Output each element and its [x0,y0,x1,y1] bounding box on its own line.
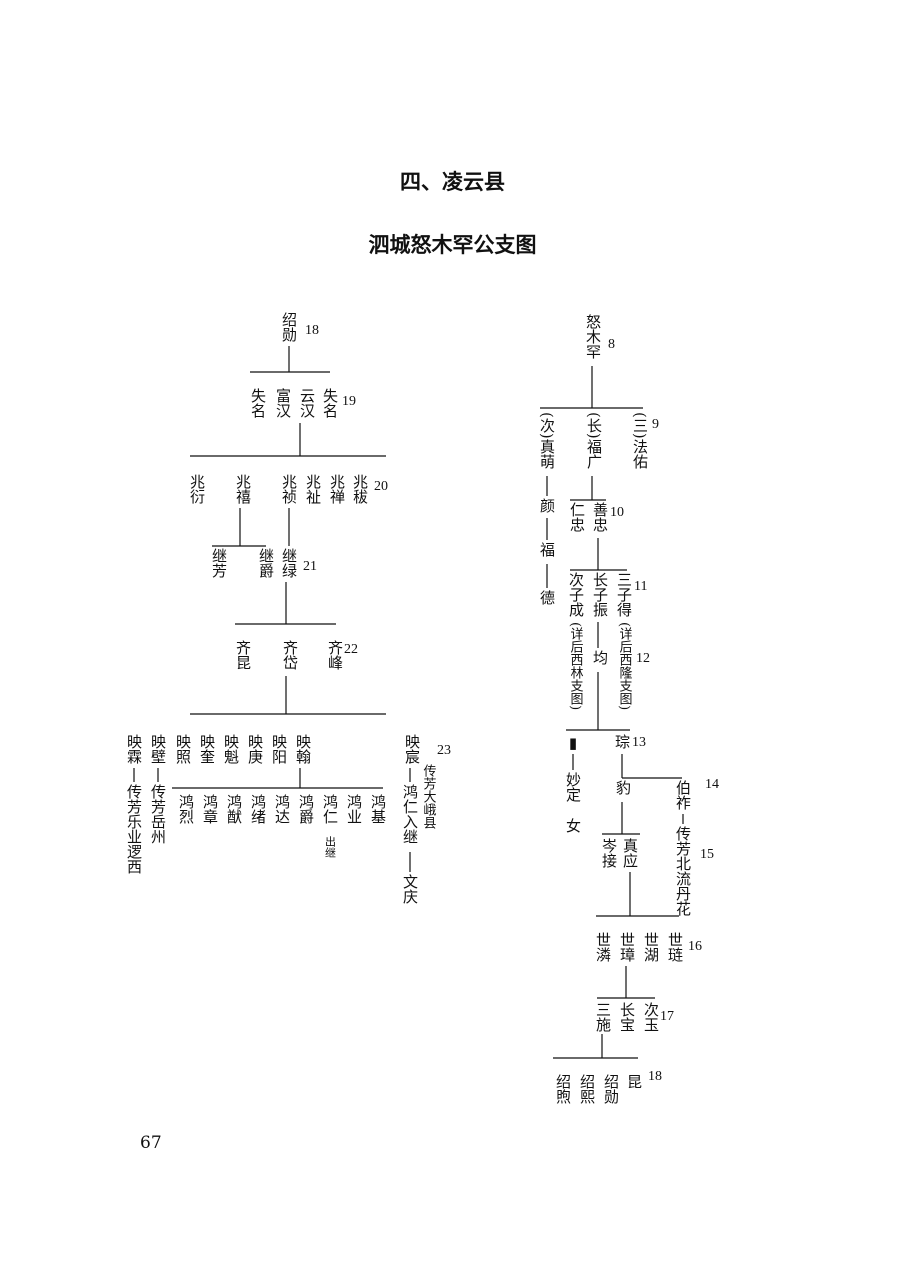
person: 昆 [625,1074,643,1089]
generation-label: 10 [610,505,624,520]
person: 世璋 [618,932,636,962]
person: 继绿 [280,548,298,578]
person: 齐岱 [281,640,299,670]
person: 次玉 [642,1002,660,1032]
person: 鸿爵 [297,794,315,824]
person: 妙定 [564,772,582,803]
person: 三施 [594,1002,612,1033]
person: 映壁 [149,734,167,764]
person: 世湖 [642,932,660,963]
generation-label: 8 [608,337,615,352]
annotation: 传芳乐业逻西 [125,784,143,874]
person: 绍勋 [602,1074,620,1105]
person: (长)福广 [585,412,603,470]
annotation: (详后西隆支图) [617,622,633,710]
annotation: 传芳大峨县 [421,764,437,829]
person: 兆衍 [188,474,206,505]
person: 长宝 [618,1002,636,1032]
person: 映宸 [403,734,421,764]
generation-label: 19 [342,394,356,409]
person: 云汉 [298,388,316,418]
person: 失名 [321,388,339,418]
person: 鸿绪 [249,794,267,824]
generation-label: 15 [700,847,714,862]
person-numuhan: 怒木罕 [584,314,602,359]
annotation: 传芳北流丹花 [674,826,692,917]
person: 继芳 [210,548,228,579]
annotation: (详后西林支图) [568,622,584,710]
person: 绍煦 [554,1074,572,1104]
person: 映奎 [198,734,216,764]
person: 映霖 [125,734,143,764]
person-shaoxun: 绍勋 [280,312,298,343]
person: 鸿猷 [225,794,243,825]
person: (三)法佑 [631,412,649,469]
person: 世琏 [666,932,684,963]
person: 伯祚 [674,780,692,810]
person: 映魁 [222,734,240,764]
generation-label: 20 [374,479,388,494]
person: 失名 [249,388,267,418]
person: 兆秡 [351,474,369,504]
annotation: 女 [564,817,582,833]
person: 兆祉 [304,474,322,504]
person: 映翰 [294,734,312,765]
person: 善忠 [591,502,609,532]
page-number: 67 [140,1133,162,1153]
person: 次子成 [567,572,585,618]
generation-label: 22 [344,642,358,657]
generation-label: 18 [648,1069,662,1084]
person: 鸿仁 [321,794,339,824]
generation-label: 11 [634,579,647,594]
person: 映照 [174,734,192,764]
person: 兆禧 [234,474,252,504]
person: 兆禅 [328,474,346,504]
person: 仁忠 [568,502,586,532]
generation-label: 16 [688,939,702,954]
person: 福 [538,542,556,557]
person: 鸿业 [345,794,363,824]
person: 鸿章 [201,794,219,824]
person: ▮ [564,734,582,752]
person: 三子得 [615,572,633,617]
person: (次)真萌 [538,412,556,470]
person: 齐峰 [326,640,344,670]
generation-label: 21 [303,559,317,574]
generation-label: 12 [636,651,650,666]
annotation: 传芳岳州 [149,784,167,844]
person: 颜 [538,498,556,513]
diagram-title: 泗城怒木罕公支图 [368,233,537,257]
person: 鸿烈 [177,794,195,824]
person: 继爵 [257,548,275,578]
person: 文庆 [401,874,419,904]
person: 鸿达 [273,794,291,824]
person: 琮 [613,734,631,749]
left-tree: 绍勋 18 失名 富汉 云汉 失名 19 兆衍 兆禧 兆祯 兆祉 兆禅 兆秡 2… [125,312,451,904]
person: 映阳 [270,734,288,764]
generation-label: 9 [652,417,659,432]
generation-label: 14 [705,777,719,792]
person: 齐昆 [234,640,252,670]
generation-label: 17 [660,1009,674,1024]
person: 兆祯 [280,474,298,504]
person: 均 [591,650,609,666]
person: 映庚 [246,734,264,764]
page-title: 四、凌云县 [400,170,505,194]
person: 岑接 [600,838,618,869]
person: 富汉 [274,387,292,418]
generation-label: 23 [437,743,451,758]
generation-label: 13 [632,735,646,750]
right-tree: 怒木罕 8 (次)真萌 (长)福广 (三)法佑 9 颜 福 德 仁忠 善忠 10… [538,314,719,1105]
person: 绍熙 [578,1074,596,1104]
person: 豹 [614,780,632,796]
annotation: 出继 [324,835,337,858]
person: 世潾 [594,932,612,962]
person: 德 [538,589,556,605]
person: 鸿仁入继 [401,784,419,844]
generation-label: 18 [305,323,319,338]
person: 鸿基 [369,794,387,824]
person: 长子振 [591,572,609,618]
person: 真应 [621,837,639,868]
